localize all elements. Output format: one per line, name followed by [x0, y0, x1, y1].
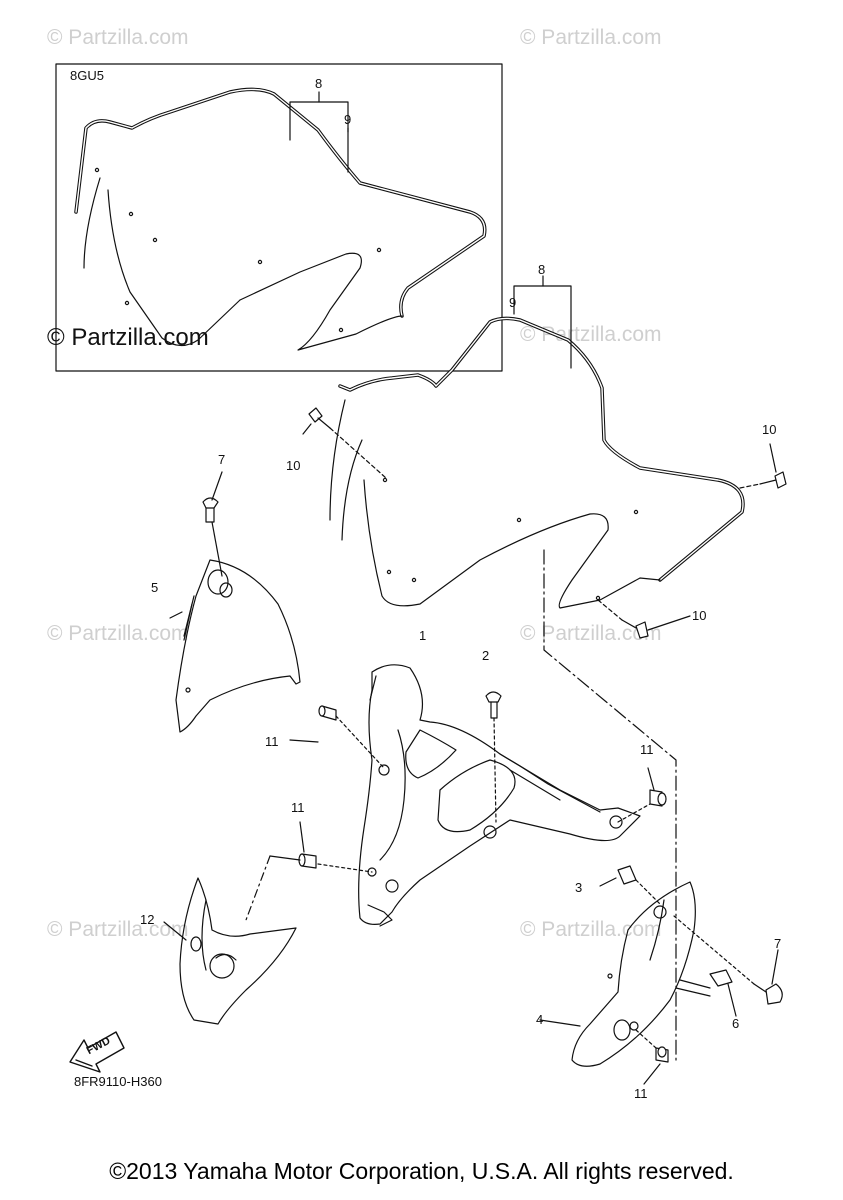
callout-10: 10 — [692, 608, 707, 623]
watermark: © Partzilla.com — [47, 26, 189, 49]
collar-11-bottom — [635, 1029, 669, 1085]
callout-3: 3 — [575, 880, 583, 895]
screw-7-bottom — [673, 915, 783, 1005]
collar-11-mid — [298, 821, 373, 873]
panel-4 — [539, 881, 711, 1067]
callout-11: 11 — [265, 734, 279, 749]
collar-11-right — [617, 767, 667, 823]
callout-5: 5 — [151, 580, 159, 595]
bolt-10-lower — [597, 599, 691, 639]
panel-5 — [169, 559, 301, 733]
callout-11: 11 — [640, 742, 654, 757]
watermark: © Partzilla.com — [520, 323, 662, 346]
inset-model-code: 8GU5 — [70, 68, 104, 83]
brand-watermark: © Partzilla.com — [47, 324, 209, 351]
watermark: © Partzilla.com — [520, 622, 662, 645]
bolt-10-right — [739, 443, 787, 489]
callout-7: 7 — [218, 452, 226, 467]
callout-10: 10 — [762, 422, 777, 437]
callout-11: 11 — [291, 800, 305, 815]
callout-7: 7 — [774, 936, 782, 951]
callout-9: 9 — [509, 295, 517, 310]
copyright-notice: ©2013 Yamaha Motor Corporation, U.S.A. A… — [109, 1158, 734, 1184]
watermark: © Partzilla.com — [47, 918, 189, 941]
cowl-1 — [358, 664, 641, 927]
callout-8: 8 — [315, 76, 323, 91]
watermark: © Partzilla.com — [47, 622, 189, 645]
inset-frame — [55, 63, 503, 372]
nut-3 — [599, 865, 661, 905]
diagram-code: 8FR9110-H360 — [74, 1074, 162, 1089]
clip-6 — [709, 969, 737, 1017]
screw-7-top — [202, 471, 223, 577]
main-windshield — [329, 316, 745, 609]
callout-12: 12 — [140, 912, 155, 927]
callout-11: 11 — [634, 1086, 648, 1101]
callout-10: 10 — [286, 458, 301, 473]
inset-windshield — [74, 87, 487, 351]
callout-2: 2 — [482, 648, 490, 663]
panel-12 — [163, 855, 301, 1025]
callout-6: 6 — [732, 1016, 740, 1031]
collar-11-left — [289, 705, 385, 769]
callout-1: 1 — [419, 628, 427, 643]
fwd-arrow — [69, 1031, 125, 1073]
screw-2 — [485, 691, 502, 823]
callout-4: 4 — [536, 1012, 544, 1027]
bolt-10-left — [302, 407, 387, 479]
callout-8: 8 — [538, 262, 546, 277]
callout-9: 9 — [344, 112, 352, 127]
watermark: © Partzilla.com — [520, 26, 662, 49]
